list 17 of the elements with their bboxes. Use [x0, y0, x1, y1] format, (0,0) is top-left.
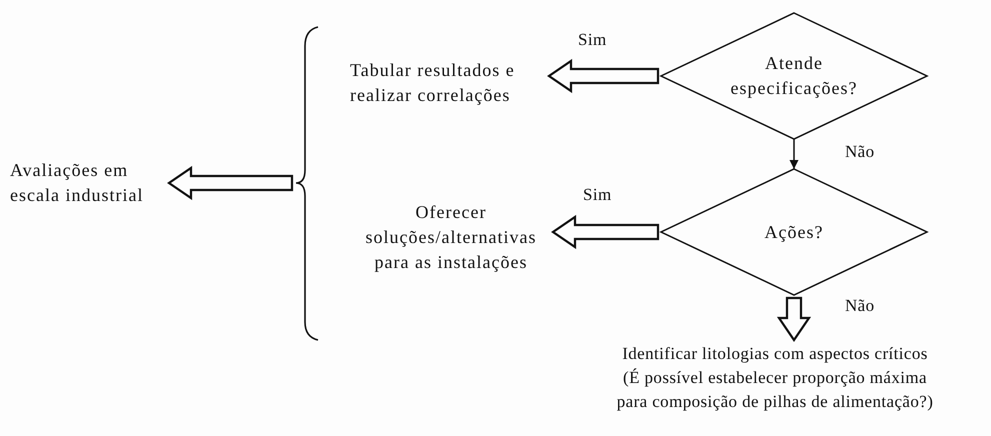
edge-label: Sim — [578, 30, 607, 50]
block-arrow — [551, 214, 660, 250]
decision-question: Ações? — [764, 220, 824, 244]
action-text: Tabular resultados e realizar correlações — [350, 59, 516, 107]
brace-block-arrow — [167, 166, 294, 200]
edge-label: Não — [845, 142, 875, 162]
decision-question: Atende especificações? — [730, 52, 858, 100]
decision-diamond — [660, 168, 928, 296]
outcome-text: Avaliações em escala industrial — [10, 159, 144, 207]
outcome-text: Identificar litologias com aspectos críticos (É possível estabelecer proporção máxima para composição de pilhas de alimentação?) — [616, 343, 934, 413]
edge-label: Sim — [583, 185, 612, 205]
arrow — [790, 139, 798, 169]
block-arrow — [776, 296, 812, 342]
decision-diamond — [660, 12, 928, 140]
edge-label: Não — [845, 296, 875, 316]
action-text: Oferecer soluções/alternativas para as instalações — [364, 201, 538, 274]
block-arrow — [547, 58, 660, 94]
